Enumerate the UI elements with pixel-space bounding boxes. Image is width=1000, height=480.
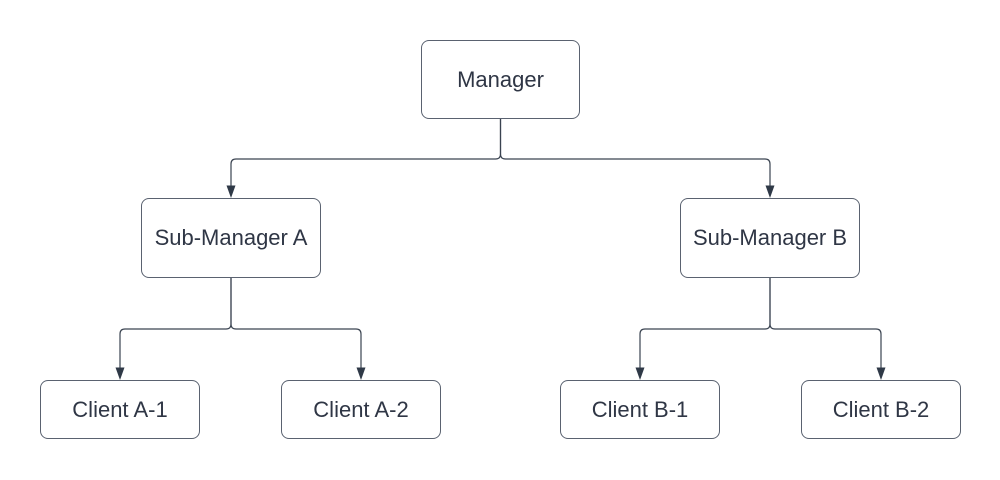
connector-line [769, 278, 882, 368]
node-sub-manager-a: Sub-Manager A [141, 198, 321, 278]
node-sub-manager-b: Sub-Manager B [680, 198, 860, 278]
node-client-b1-label: Client B-1 [591, 396, 689, 422]
connector-line [639, 278, 771, 368]
connector-line [230, 278, 362, 368]
node-sub-manager-b-label: Sub-Manager B [692, 225, 848, 250]
node-client-b1: Client B-1 [560, 380, 720, 439]
edge-manager-to-sub-manager-b [499, 119, 775, 198]
edge-sub-manager-b-to-client-b2 [769, 278, 886, 380]
edge-sub-manager-a-to-client-a2 [230, 278, 366, 380]
connector-line [119, 278, 232, 368]
node-client-a1-label: Client A-1 [72, 396, 168, 422]
node-client-a1: Client A-1 [40, 380, 200, 439]
arrowhead-icon [876, 367, 886, 380]
node-client-b2: Client B-2 [801, 380, 961, 439]
node-client-a2-label: Client A-2 [313, 396, 409, 422]
edge-sub-manager-a-to-client-a1 [115, 278, 232, 380]
node-client-b2-label: Client B-2 [832, 396, 930, 422]
connector-line [230, 119, 502, 186]
arrowhead-icon [356, 367, 366, 380]
node-sub-manager-a-label: Sub-Manager A [154, 225, 308, 250]
arrowhead-icon [115, 367, 125, 380]
arrowhead-icon [765, 185, 775, 198]
connector-line [499, 119, 771, 186]
arrowhead-icon [635, 367, 645, 380]
edge-sub-manager-b-to-client-b1 [635, 278, 771, 380]
edge-manager-to-sub-manager-a [226, 119, 502, 198]
arrowhead-icon [226, 185, 236, 198]
node-manager-label: Manager [457, 66, 544, 92]
node-client-a2: Client A-2 [281, 380, 441, 439]
node-manager: Manager [421, 40, 580, 119]
